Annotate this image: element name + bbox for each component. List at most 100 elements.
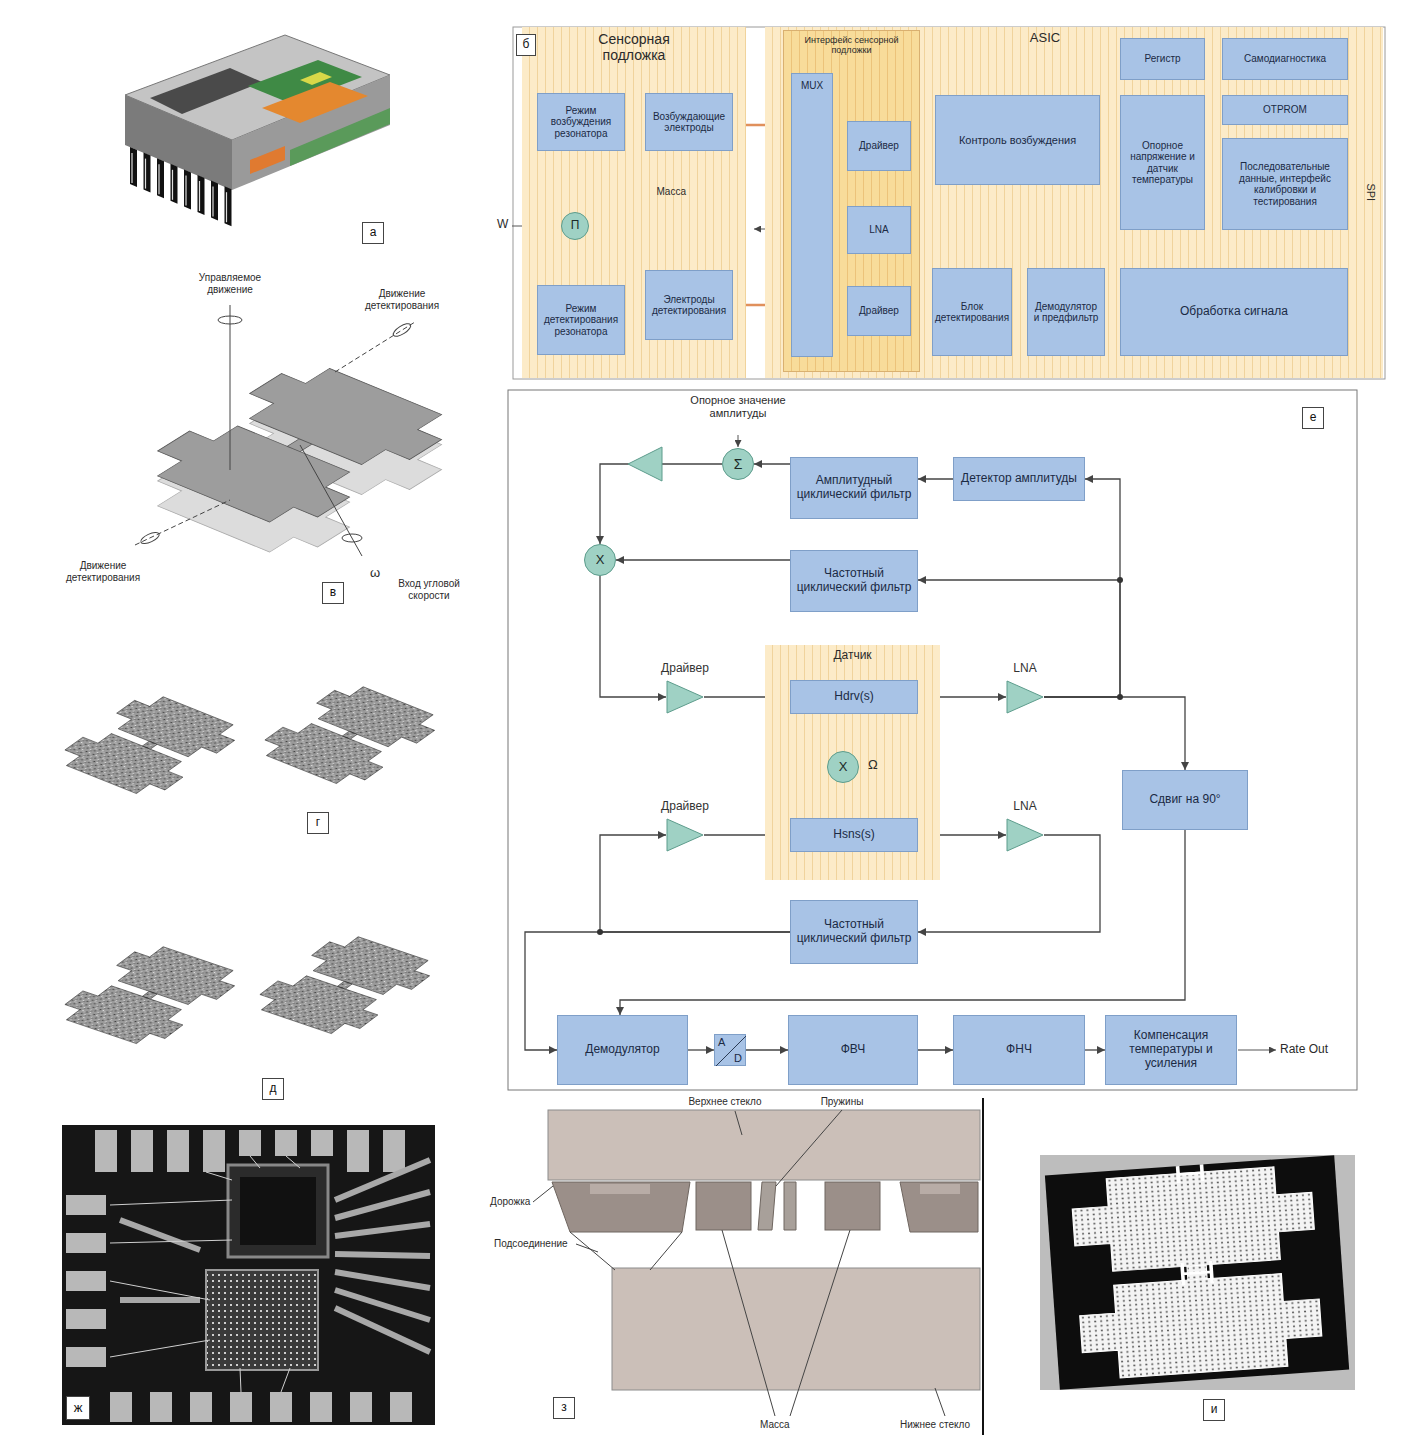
operator-circle: X: [584, 544, 616, 576]
panel-frame: [508, 390, 1357, 1090]
label-holder: Ω: [868, 758, 884, 773]
connector: [754, 463, 790, 464]
chip-pins: [130, 147, 137, 187]
leader-line: [776, 1110, 842, 1186]
amplifier-shape: [1007, 819, 1043, 851]
lead-pad: [383, 1130, 405, 1172]
connector: [1044, 697, 1185, 770]
chip-pins: [184, 169, 191, 209]
package-photo: [228, 1165, 328, 1257]
lead-pad: [311, 1130, 333, 1156]
cross-section: [696, 1182, 751, 1230]
chip-pin-highlights: [158, 164, 159, 194]
operator-symbol: X: [596, 553, 605, 568]
connector: [1044, 479, 1120, 697]
lead-pad: [347, 1130, 369, 1172]
operator-symbol: Σ: [734, 456, 743, 472]
panel-letter: б: [516, 34, 536, 56]
lead-pad: [239, 1130, 261, 1156]
chip-package-photo: [290, 108, 390, 166]
cross-section: [900, 1182, 978, 1232]
label-holder: SPI: [1365, 177, 1378, 207]
label-holder: Управляемое движение: [180, 272, 280, 295]
box-label: Частотный циклический фильтр: [794, 918, 914, 946]
amplifier-triangle: Драйвер: [666, 680, 704, 714]
box-label: Электроды детектирования: [649, 294, 729, 317]
lead-pad: [150, 1392, 172, 1422]
mode-shape-image: [246, 932, 443, 1039]
box-label: Режим детектирования резонатора: [541, 303, 621, 338]
chip-pins: [171, 164, 178, 204]
motion-axis: [218, 316, 242, 324]
annotation-label: Масса: [760, 1419, 800, 1431]
lead-pad: [110, 1392, 132, 1422]
label-holder: Движение детектирования: [352, 288, 452, 311]
cross-section: [612, 1268, 980, 1390]
mode-shape-image: [51, 942, 248, 1049]
operator-circle: Σ: [722, 448, 754, 480]
process-box: Демодулятор и предфильтр: [1027, 268, 1105, 356]
panel-letter-text: е: [1310, 411, 1317, 425]
label-holder: ω: [370, 566, 384, 581]
connector: [918, 1049, 953, 1050]
lead-trace: [120, 1297, 200, 1303]
motion-axis: [342, 534, 362, 542]
box-label: Компенсация температуры и усиления: [1109, 1029, 1233, 1070]
amplifier-triangle: Драйвер: [666, 818, 704, 852]
lead-trace: [120, 1220, 200, 1250]
operator-circle: П: [561, 212, 589, 240]
motion-axis: [139, 530, 161, 546]
leader-line: [533, 1186, 553, 1202]
lead-pad: [275, 1130, 297, 1156]
bond-wire: [110, 1156, 300, 1392]
process-box: Hsns(s): [790, 818, 918, 852]
amplifier-shape: [667, 681, 703, 713]
junction-dot: [1117, 577, 1123, 583]
chip-package-photo: [125, 35, 390, 226]
lead-pad: [66, 1309, 106, 1329]
operator-symbol: П: [571, 219, 580, 233]
panel-frame: [508, 27, 1385, 1090]
lead-pad: [203, 1130, 225, 1172]
panel-letter-text: б: [523, 38, 530, 52]
connector: [1085, 1049, 1105, 1050]
band-heading: ASIC: [1005, 27, 1085, 46]
box-label: ФНЧ: [1006, 1043, 1032, 1057]
cross-section: [533, 1098, 983, 1435]
panel-frame: [513, 27, 1385, 379]
box-label: Блок детектирования: [935, 301, 1009, 324]
cross-section: [552, 1182, 690, 1232]
panel-letter-text: ж: [74, 1401, 83, 1416]
lead-trace: [335, 1272, 430, 1288]
motion-axis: [135, 500, 230, 545]
leader-line: [735, 1111, 742, 1135]
bond-wire: [206, 1172, 232, 1180]
annotation-label: Верхнее стекло: [680, 1096, 770, 1108]
micrograph-photo: [1045, 1155, 1349, 1390]
lead-pad: [95, 1130, 117, 1172]
annotation-label: Нижнее стекло: [900, 1419, 978, 1431]
connector: [746, 1049, 788, 1050]
label-holder: Подсоединение: [494, 1238, 574, 1250]
process-box: ФВЧ: [788, 1015, 918, 1085]
lead-pad: [167, 1130, 189, 1172]
chip-pins: [225, 186, 232, 226]
panel-letter-text: в: [330, 586, 336, 600]
box-label: Контроль возбуждения: [959, 134, 1076, 147]
motion-axis: [391, 321, 412, 338]
leader-line: [935, 1388, 945, 1416]
annotation-label: Движение детектирования: [352, 288, 452, 311]
process-box: Режим возбуждения резонатора: [537, 93, 625, 151]
cross-section: [590, 1184, 650, 1194]
lead-trace: [335, 1254, 430, 1256]
lead-trace: [335, 1224, 430, 1236]
label-holder: W: [497, 218, 511, 232]
cross-section: [548, 1110, 980, 1180]
panel-letter: ж: [66, 1396, 90, 1420]
chip-pin-highlights: [199, 181, 200, 211]
lead-pad: [66, 1271, 106, 1291]
mode-shape-image: [246, 932, 443, 1039]
box-label: Амплитудный циклический фильтр: [794, 474, 914, 502]
amplifier-label: LNA: [1013, 800, 1036, 814]
chip-pin-highlights: [172, 170, 173, 200]
